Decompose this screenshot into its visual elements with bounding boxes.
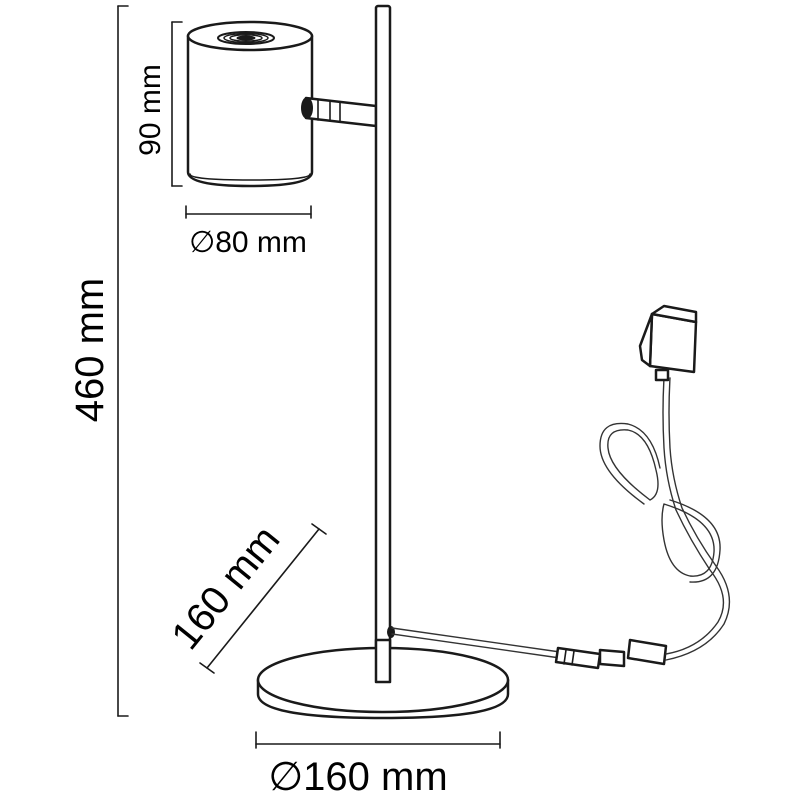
head-diameter-dimension: ∅80 mm [185, 205, 312, 259]
connector-socket [626, 638, 668, 666]
cable-loop-left-2 [599, 422, 661, 505]
lamp-head-rim [189, 173, 311, 181]
lens-ring-inner [229, 34, 263, 42]
base-depth-label: 160 mm [163, 518, 288, 658]
head-height-label: 90 mm [134, 64, 167, 156]
arm-tube [304, 96, 378, 128]
adapter-side [638, 312, 654, 368]
cable-loop-left [607, 429, 659, 501]
cable-segment-c [662, 377, 725, 655]
arm-joint [301, 97, 313, 119]
base-depth-dimension-line [206, 528, 320, 669]
head-arm [301, 96, 378, 128]
lens-ring-outer [217, 31, 275, 45]
connector-ring [598, 648, 626, 668]
base-depth-bottom-tick [199, 662, 215, 674]
cable-loop-right-2 [669, 499, 721, 583]
connector-plug [554, 646, 602, 670]
lamp-head [186, 20, 314, 188]
adapter-top [650, 304, 698, 324]
base-diameter-dimension: ∅160 mm [255, 731, 501, 799]
base-depth-top-tick [311, 523, 327, 535]
cable-segment-d [665, 377, 731, 661]
base-depth-dimension: 160 mm [163, 518, 327, 674]
head-diameter-label: ∅80 mm [189, 226, 307, 259]
lens-center [236, 35, 256, 41]
cable-connector [554, 638, 668, 670]
cable-grommet [387, 626, 395, 638]
connector-grip-2 [571, 650, 575, 666]
adapter-strain-relief [654, 368, 670, 382]
head-height-dimension: 90 mm [134, 21, 183, 187]
adapter-front [648, 312, 698, 374]
height-dimension: 460 mm [68, 5, 129, 717]
cable-loop-right [661, 503, 715, 577]
lamp-head-body [186, 34, 314, 188]
power-cable [391, 304, 731, 670]
lamp-base [256, 626, 510, 720]
lens-ring-mid [223, 32, 269, 44]
power-adapter [638, 304, 698, 382]
lamp-pole [374, 4, 392, 682]
base-diameter-label: ∅160 mm [268, 755, 447, 799]
cable-segment-b [391, 633, 561, 659]
height-label: 460 mm [68, 278, 112, 423]
connector-grip-1 [563, 649, 567, 665]
pole-foot [374, 638, 392, 684]
cable-segment-a [391, 627, 561, 653]
